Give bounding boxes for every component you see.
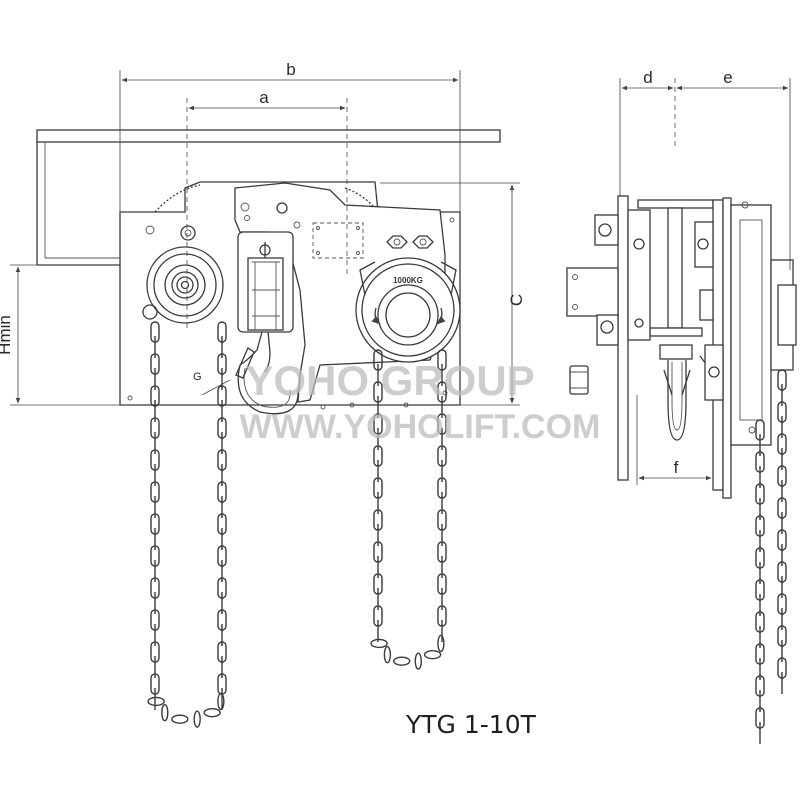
hand-chain-left: [147, 321, 227, 728]
watermark-line2: WWW.YOHOLIFT.COM: [240, 408, 601, 446]
dimension-a: a: [186, 88, 348, 330]
dimension-c-label: C: [507, 294, 526, 306]
dimension-hmin-label: Hmin: [0, 315, 14, 355]
side-beam: [637, 199, 714, 337]
dimension-a-label: a: [259, 88, 269, 107]
side-left-plate: [566, 195, 651, 481]
dimension-g-label: G: [193, 371, 202, 383]
hook-block: [237, 231, 294, 333]
watermark: YOHO GROUP WWW.YOHOLIFT.COM: [240, 357, 601, 446]
side-hook: [659, 344, 717, 441]
dimension-c: C: [380, 182, 526, 406]
dimension-d-label: d: [643, 68, 652, 87]
dimension-f: f: [636, 395, 714, 485]
watermark-line1: YOHO GROUP: [245, 357, 534, 404]
hex-nut-right: [412, 235, 434, 249]
side-right-plate: [694, 197, 797, 499]
dimension-b: b: [119, 60, 461, 212]
load-hook: [201, 331, 299, 415]
hoist-hand-wheel: 1000KG: [355, 257, 461, 363]
dimension-b-label: b: [286, 60, 295, 79]
dimension-e-label: e: [723, 68, 732, 87]
dimension-e: e: [676, 68, 791, 270]
dimension-f-label: f: [674, 458, 679, 477]
i-beam: [36, 129, 501, 266]
dimension-hmin: Hmin: [0, 264, 120, 406]
side-chain-2: [777, 369, 787, 694]
trolley-wheel: [142, 246, 224, 324]
side-view: d e f: [566, 68, 797, 744]
capacity-label: 1000KG: [393, 276, 423, 285]
hand-chain-right: [370, 349, 447, 670]
model-label: YTG 1-10T: [405, 710, 537, 739]
side-chain-1: [755, 419, 765, 744]
hex-nut-left: [386, 235, 408, 249]
dimension-d: d: [619, 68, 676, 196]
front-view: 1000KG b a C: [0, 60, 526, 728]
